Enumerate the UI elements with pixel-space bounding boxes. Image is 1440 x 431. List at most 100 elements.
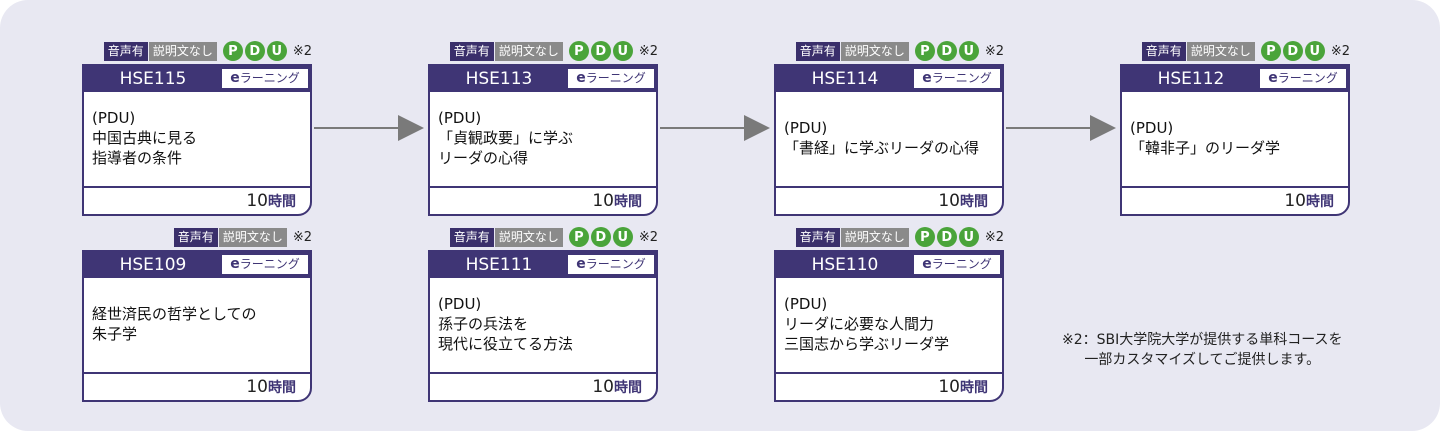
card-header: HSE111 eラーニング xyxy=(430,252,656,278)
duration-value: 10 xyxy=(938,377,960,397)
course-card[interactable]: HSE110 eラーニング (PDU) リーダに必要な人間力 三国志から学ぶリー… xyxy=(774,250,1004,402)
footnote-mark: ※2 xyxy=(638,43,658,59)
pdu-letter: D xyxy=(936,41,957,61)
footnote-mark: ※2 xyxy=(292,43,312,59)
pdu-letter: D xyxy=(590,227,611,247)
course-duration: 10時間 xyxy=(430,372,656,400)
audio-label: 音声有 xyxy=(449,41,494,61)
course-code: HSE110 xyxy=(811,255,879,275)
course-code: HSE113 xyxy=(465,69,533,89)
title-line: (PDU) xyxy=(784,295,828,313)
audio-badge: 音声有説明文なし xyxy=(173,227,287,247)
course-card[interactable]: HSE113 eラーニング (PDU) 「貞観政要」に学ぶ リーダの心得 10時… xyxy=(428,64,658,216)
duration-value: 10 xyxy=(938,191,960,211)
course-duration: 10時間 xyxy=(776,186,1002,214)
course-card[interactable]: HSE112 eラーニング (PDU) 「韓非子」のリーダ学 10時間 xyxy=(1120,64,1350,216)
title-line: 指導者の条件 xyxy=(92,149,183,167)
course-type: eラーニング xyxy=(222,255,308,274)
footnote-mark: ※2 xyxy=(1330,43,1350,59)
course-card[interactable]: HSE115 eラーニング (PDU) 中国古典に見る 指導者の条件 10時間 xyxy=(82,64,312,216)
course-HSE109[interactable]: 音声有説明文なし ※2 HSE109 eラーニング 経世済民の哲学としての 朱子… xyxy=(82,226,312,406)
title-line: (PDU) xyxy=(1130,119,1174,137)
audio-label: 音声有 xyxy=(795,227,840,247)
pdu-letter: U xyxy=(612,41,633,61)
duration-unit: 時間 xyxy=(268,380,296,396)
audio-label: 音声有 xyxy=(173,227,218,247)
pdu-letter: P xyxy=(568,227,589,247)
footnote-mark: ※2 xyxy=(292,229,312,245)
course-title: (PDU) 中国古典に見る 指導者の条件 xyxy=(92,94,304,182)
title-line: リーダに必要な人間力 xyxy=(784,315,935,333)
flow-arrow xyxy=(1006,115,1116,141)
pdu-letter: P xyxy=(914,41,935,61)
card-header: HSE113 eラーニング xyxy=(430,66,656,92)
course-type: eラーニング xyxy=(914,255,1000,274)
duration-unit: 時間 xyxy=(614,194,642,210)
duration-unit: 時間 xyxy=(960,194,988,210)
course-duration: 10時間 xyxy=(776,372,1002,400)
title-line: (PDU) xyxy=(438,295,482,313)
audio-badge: 音声有説明文なし xyxy=(795,227,909,247)
footnote-mark: ※2 xyxy=(984,229,1004,245)
title-line: リーダの心得 xyxy=(438,149,529,167)
title-line: (PDU) xyxy=(438,109,482,127)
course-type: eラーニング xyxy=(568,255,654,274)
pdu-letter: U xyxy=(958,41,979,61)
course-duration: 10時間 xyxy=(1122,186,1348,214)
caption-label: 説明文なし xyxy=(148,41,217,61)
pdu-letter: U xyxy=(266,41,287,61)
pdu-letter: D xyxy=(244,41,265,61)
card-header: HSE114 eラーニング xyxy=(776,66,1002,92)
caption-label: 説明文なし xyxy=(1186,41,1255,61)
duration-value: 10 xyxy=(1284,191,1306,211)
footnote-line: 一部カスタマイズしてご提供します。 xyxy=(1084,352,1321,368)
title-line: (PDU) xyxy=(92,109,136,127)
course-type-prefix: e xyxy=(230,256,240,272)
title-line: 「貞観政要」に学ぶ xyxy=(438,129,574,147)
course-type: eラーニング xyxy=(1260,69,1346,88)
course-type-label: ラーニング xyxy=(239,257,300,271)
course-type: eラーニング xyxy=(914,69,1000,88)
course-duration: 10時間 xyxy=(84,186,310,214)
course-type-prefix: e xyxy=(922,70,932,86)
course-title: (PDU) リーダに必要な人間力 三国志から学ぶリーダ学 xyxy=(784,280,996,368)
card-header: HSE109 eラーニング xyxy=(84,252,310,278)
course-code: HSE112 xyxy=(1157,69,1225,89)
flow-arrow xyxy=(314,115,424,141)
pdu-letter: U xyxy=(612,227,633,247)
course-card[interactable]: HSE109 eラーニング 経世済民の哲学としての 朱子学 10時間 xyxy=(82,250,312,402)
course-type-label: ラーニング xyxy=(239,71,300,85)
footnote: ※2：SBI大学院大学が提供する単科コースを 一部カスタマイズしてご提供します。 xyxy=(1062,330,1343,370)
duration-value: 10 xyxy=(592,377,614,397)
pdu-letter: P xyxy=(222,41,243,61)
audio-badge: 音声有説明文なし xyxy=(1141,41,1255,61)
course-type-label: ラーニング xyxy=(585,257,646,271)
pdu-letter: P xyxy=(1260,41,1281,61)
title-line: 「書経」に学ぶリーダの心得 xyxy=(784,139,980,157)
audio-badge: 音声有説明文なし xyxy=(449,227,563,247)
course-type: eラーニング xyxy=(222,69,308,88)
course-title: (PDU) 「韓非子」のリーダ学 xyxy=(1130,94,1342,182)
caption-label: 説明文なし xyxy=(218,227,287,247)
course-card[interactable]: HSE111 eラーニング (PDU) 孫子の兵法を 現代に役立てる方法 10時… xyxy=(428,250,658,402)
duration-value: 10 xyxy=(246,191,268,211)
caption-label: 説明文なし xyxy=(840,227,909,247)
course-card[interactable]: HSE114 eラーニング (PDU) 「書経」に学ぶリーダの心得 10時間 xyxy=(774,64,1004,216)
title-line: 経世済民の哲学としての xyxy=(92,305,257,323)
course-type-label: ラーニング xyxy=(931,71,992,85)
audio-label: 音声有 xyxy=(795,41,840,61)
